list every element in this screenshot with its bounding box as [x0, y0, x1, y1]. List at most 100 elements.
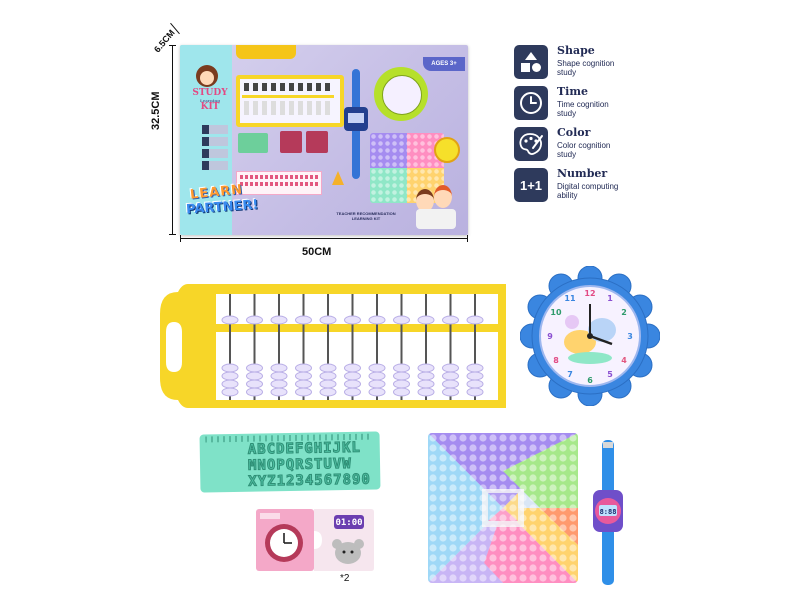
box-card-image-3	[306, 131, 328, 153]
box-popit-image	[370, 133, 444, 203]
time-card: 01:00	[256, 509, 374, 571]
shapes-icon	[514, 45, 548, 79]
abacus-bead[interactable]	[319, 379, 337, 389]
abacus-bead[interactable]	[368, 387, 386, 397]
box-watch-face	[344, 107, 368, 131]
ages-badge: AGES 3+	[423, 57, 465, 71]
width-dimension-line	[180, 235, 468, 242]
abacus-bead[interactable]	[466, 363, 484, 373]
ruler-row-2: MNOPQRSTUVW	[247, 455, 352, 474]
feature-title: Shape	[557, 44, 595, 57]
box-card-image-2	[280, 131, 302, 153]
number-icon: 1+1	[514, 168, 548, 202]
abacus-bead[interactable]	[466, 315, 484, 325]
abacus-bead[interactable]	[246, 363, 263, 373]
svg-text:10: 10	[550, 308, 562, 317]
abacus-bead[interactable]	[246, 315, 263, 325]
svg-text:6: 6	[587, 376, 593, 385]
abacus-bead[interactable]	[417, 363, 435, 373]
svg-text:2: 2	[621, 308, 627, 317]
card-time-text: 01:00	[335, 518, 362, 528]
abacus-bead[interactable]	[295, 363, 312, 373]
feature-title: Number	[557, 167, 608, 180]
abacus-bead[interactable]	[270, 371, 288, 381]
abacus-bead[interactable]	[344, 371, 361, 381]
abacus-bead[interactable]	[442, 371, 459, 381]
abacus-bead[interactable]	[270, 379, 288, 389]
abacus-bead[interactable]	[344, 315, 361, 325]
abacus-bead[interactable]	[417, 387, 435, 397]
svg-text:3: 3	[627, 332, 633, 341]
abacus-bead[interactable]	[344, 387, 361, 397]
box-clock-image	[374, 67, 428, 121]
abacus-bead[interactable]	[442, 315, 459, 325]
abacus-bead[interactable]	[295, 315, 312, 325]
abacus-bead[interactable]	[368, 371, 386, 381]
digital-watch: 8:88	[593, 440, 623, 585]
abacus-bead[interactable]	[368, 379, 386, 389]
feature-title: Color	[557, 126, 591, 139]
abacus-bead[interactable]	[393, 315, 410, 325]
abacus-bead[interactable]	[319, 371, 337, 381]
abacus-bead[interactable]	[368, 315, 386, 325]
teacher-recommendation-text: TEACHER RECOMMENDATION LEARNING KIT	[336, 211, 396, 221]
ruler-row-1: ABCDEFGHIJKL	[247, 439, 362, 458]
abacus-bead[interactable]	[442, 363, 459, 373]
abacus-bead[interactable]	[466, 371, 484, 381]
abacus-bead[interactable]	[393, 387, 410, 397]
letter-stencil-ruler: ABCDEFGHIJKL MNOPQRSTUVW XYZ1234567890	[199, 431, 381, 493]
abacus-bead[interactable]	[344, 379, 361, 389]
abacus-bead[interactable]	[466, 379, 484, 389]
abacus-bead[interactable]	[319, 315, 337, 325]
abacus-bead[interactable]	[270, 315, 288, 325]
abacus-bead[interactable]	[295, 371, 312, 381]
abacus-bead[interactable]	[246, 371, 263, 381]
abacus-bead[interactable]	[221, 315, 239, 325]
abacus-bead[interactable]	[246, 379, 263, 389]
svg-text:4: 4	[621, 356, 627, 365]
abacus-bead[interactable]	[319, 363, 337, 373]
abacus-bead[interactable]	[368, 363, 386, 373]
abacus-bead[interactable]	[221, 379, 239, 389]
watch-display-text: 8:88	[600, 508, 617, 516]
abacus-bead[interactable]	[466, 387, 484, 397]
girl-illustration	[196, 65, 218, 87]
abacus-bead[interactable]	[270, 363, 288, 373]
box-alarm-image	[434, 137, 460, 163]
box-card-image	[238, 133, 268, 153]
kids-illustration	[416, 183, 456, 229]
abacus-bead[interactable]	[221, 387, 239, 397]
svg-text:12: 12	[584, 289, 595, 298]
abacus-bead[interactable]	[270, 387, 288, 397]
abacus-bead[interactable]	[319, 387, 337, 397]
abacus-bead[interactable]	[221, 363, 239, 373]
abacus-bead[interactable]	[246, 387, 263, 397]
ruler-row-3: XYZ1234567890	[248, 471, 372, 490]
kit-title: STUDY Learning KIT	[192, 88, 228, 112]
popit-tangram	[428, 433, 578, 583]
abacus-bead[interactable]	[417, 379, 435, 389]
height-label: 32.5CM	[150, 91, 162, 130]
abacus-bead[interactable]	[393, 363, 410, 373]
box-timer-image	[332, 171, 344, 185]
svg-text:8: 8	[553, 356, 559, 365]
abacus-bead[interactable]	[221, 371, 239, 381]
abacus-bead[interactable]	[417, 315, 435, 325]
abacus-bead[interactable]	[344, 363, 361, 373]
abacus-bead[interactable]	[295, 379, 312, 389]
abacus-bead[interactable]	[442, 379, 459, 389]
abacus-bead[interactable]	[295, 387, 312, 397]
svg-text:11: 11	[564, 294, 576, 303]
abacus-bead[interactable]	[442, 387, 459, 397]
abacus-bead[interactable]	[417, 371, 435, 381]
abacus-bead[interactable]	[393, 371, 410, 381]
svg-text:9: 9	[547, 332, 553, 341]
abacus-bead[interactable]	[393, 379, 410, 389]
width-label: 50CM	[302, 246, 332, 258]
